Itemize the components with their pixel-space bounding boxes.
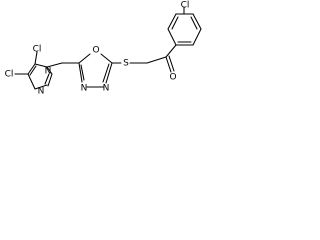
atom-label-cl-left-lower: Cl	[5, 70, 14, 80]
atom-labels: Cl Cl Cl N N O N N S O	[5, 1, 190, 97]
atom-label-cl-top: Cl	[181, 1, 190, 11]
atom-label-o-ketone: O	[169, 73, 176, 83]
atom-label-n-oxadiazole-right: N	[103, 84, 110, 94]
atom-label-s-thioether: S	[123, 59, 129, 69]
atom-label-o-oxadiazole: O	[92, 46, 99, 56]
atom-label-n-imidazole-ring: N	[45, 67, 52, 77]
atom-label-cl-left-upper: Cl	[33, 45, 42, 55]
chemical-structure: Cl Cl Cl N N O N N S O	[5, 1, 202, 97]
atom-label-n-oxadiazole-left: N	[81, 84, 88, 94]
bond-lines	[14, 6, 202, 90]
atom-label-n-imidazole-bottom: N	[38, 87, 45, 97]
